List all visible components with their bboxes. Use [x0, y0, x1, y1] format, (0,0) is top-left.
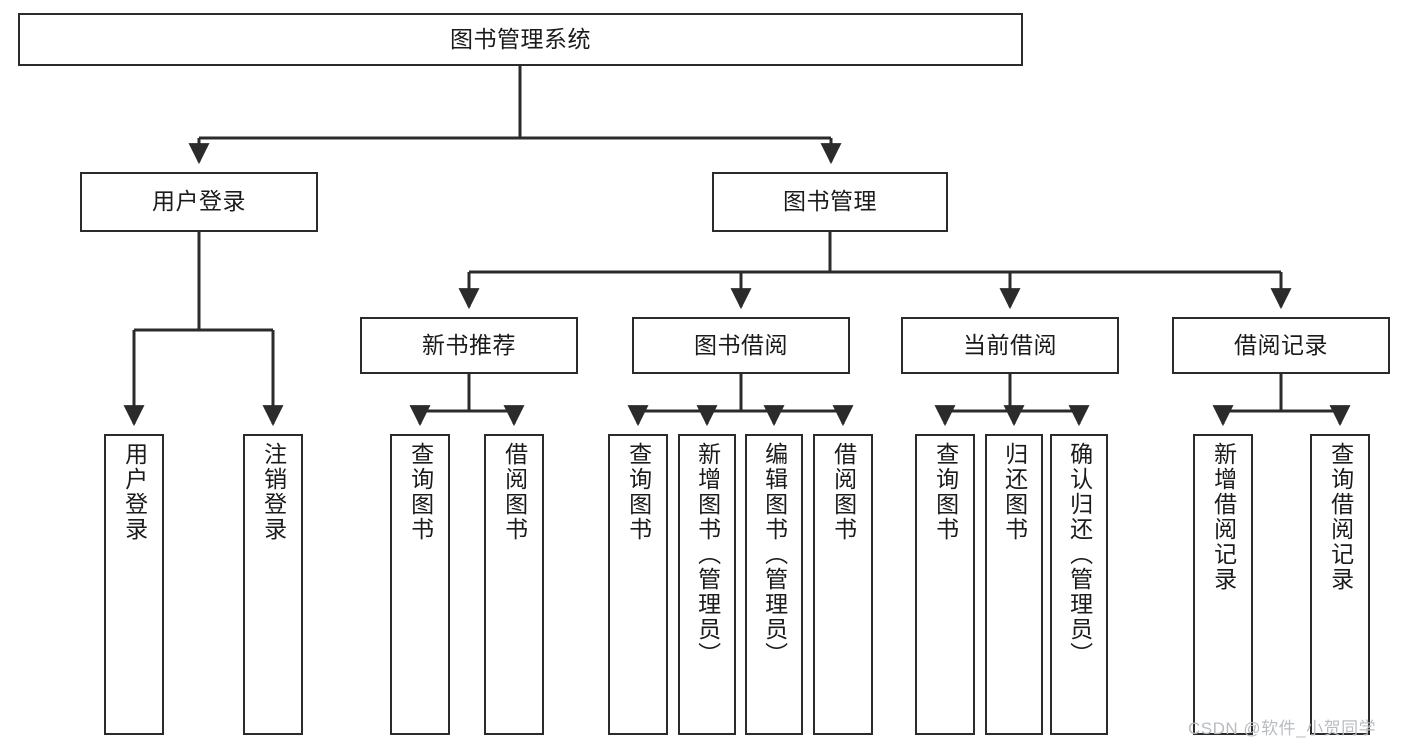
node-root[interactable]: 图书管理系统 [18, 13, 1023, 66]
node-root-label: 图书管理系统 [450, 25, 591, 52]
leaf-borrow-book-recommend[interactable]: 借阅图书 [484, 434, 544, 735]
leaf-edit-book-admin[interactable]: 编辑图书（管理员） [745, 434, 803, 735]
leaf-add-borrow-record[interactable]: 新增借阅记录 [1193, 434, 1253, 735]
node-book-borrow[interactable]: 图书借阅 [632, 317, 850, 374]
leaf-logout-label: 注销登录 [260, 442, 287, 542]
leaf-query-book-current-label: 查询图书 [932, 442, 959, 542]
node-new-book-recommend-label: 新书推荐 [422, 331, 516, 358]
leaf-borrow-book-label: 借阅图书 [830, 442, 857, 542]
leaf-query-book-current[interactable]: 查询图书 [915, 434, 975, 735]
leaf-add-book-admin[interactable]: 新增图书（管理员） [678, 434, 736, 735]
node-current-borrow-label: 当前借阅 [963, 331, 1057, 358]
leaf-borrow-book[interactable]: 借阅图书 [813, 434, 873, 735]
leaf-return-book[interactable]: 归还图书 [985, 434, 1043, 735]
leaf-query-borrow-record-label: 查询借阅记录 [1327, 442, 1354, 592]
node-user-login-label: 用户登录 [152, 188, 246, 215]
leaf-return-book-label: 归还图书 [1001, 442, 1028, 542]
leaf-query-book-borrow[interactable]: 查询图书 [608, 434, 668, 735]
leaf-user-login[interactable]: 用户登录 [104, 434, 164, 735]
leaf-confirm-return-admin[interactable]: 确认归还（管理员） [1050, 434, 1108, 735]
node-current-borrow[interactable]: 当前借阅 [901, 317, 1119, 374]
leaf-add-book-admin-label: 新增图书（管理员） [694, 442, 721, 667]
leaf-query-book-recommend-label: 查询图书 [407, 442, 434, 542]
leaf-user-login-label: 用户登录 [121, 442, 148, 542]
csdn-watermark: CSDN @软件_小贺同学 [1188, 719, 1377, 738]
leaf-edit-book-admin-label: 编辑图书（管理员） [761, 442, 788, 667]
node-new-book-recommend[interactable]: 新书推荐 [360, 317, 578, 374]
node-borrow-record[interactable]: 借阅记录 [1172, 317, 1390, 374]
leaf-query-book-recommend[interactable]: 查询图书 [390, 434, 450, 735]
node-book-management[interactable]: 图书管理 [712, 172, 948, 232]
leaf-borrow-book-recommend-label: 借阅图书 [501, 442, 528, 542]
node-user-login[interactable]: 用户登录 [80, 172, 318, 232]
leaf-add-borrow-record-label: 新增借阅记录 [1210, 442, 1237, 592]
leaf-query-book-borrow-label: 查询图书 [625, 442, 652, 542]
leaf-confirm-return-admin-label: 确认归还（管理员） [1066, 442, 1093, 667]
node-book-management-label: 图书管理 [783, 188, 877, 215]
leaf-logout[interactable]: 注销登录 [243, 434, 303, 735]
leaf-query-borrow-record[interactable]: 查询借阅记录 [1310, 434, 1370, 735]
node-borrow-record-label: 借阅记录 [1234, 331, 1328, 358]
node-book-borrow-label: 图书借阅 [694, 331, 788, 358]
